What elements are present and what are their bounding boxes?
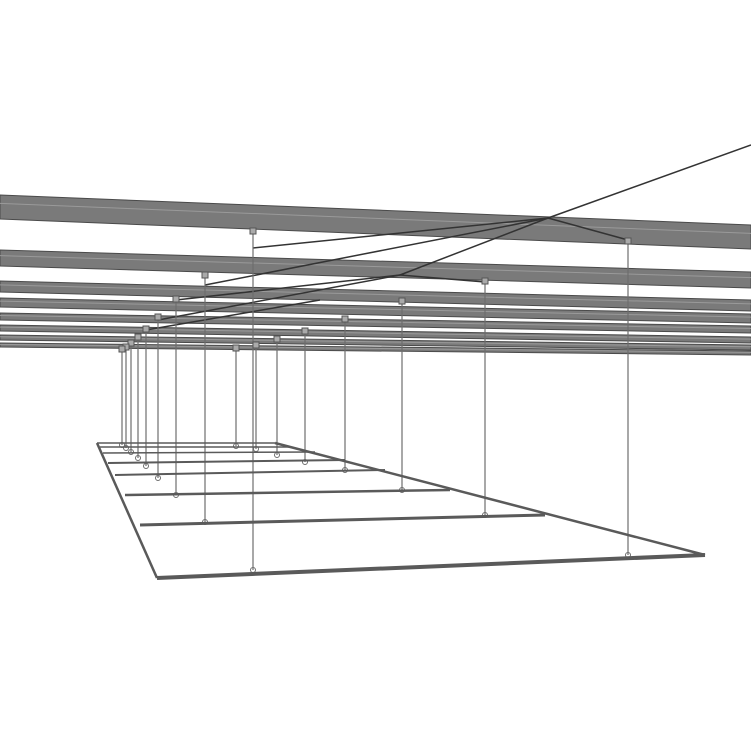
- cable: [252, 217, 549, 249]
- rod-eyelet: [135, 455, 141, 461]
- cable: [399, 274, 486, 283]
- rod-clamp: [232, 344, 240, 352]
- beam-highlight: [0, 336, 751, 348]
- frame-bar: [124, 488, 451, 497]
- rod-clamp: [142, 325, 150, 333]
- beam-highlight: [0, 255, 751, 279]
- rod-clamp: [134, 333, 142, 341]
- rod-clamp: [249, 227, 257, 235]
- rod-eyelet: [302, 459, 308, 465]
- rod-clamp: [481, 277, 489, 285]
- rod-clamp: [341, 315, 349, 323]
- frame-bar: [156, 553, 706, 580]
- beam: [0, 194, 751, 250]
- diagonal-cables: [145, 144, 751, 331]
- rod-clamp: [301, 327, 309, 335]
- frame-bar: [139, 513, 546, 527]
- beam-highlight: [0, 314, 751, 329]
- beam-highlight: [0, 300, 751, 318]
- rod-clamp: [118, 345, 126, 353]
- cable: [175, 274, 401, 301]
- hanger-rods: [118, 227, 632, 573]
- frame-bar: [274, 441, 706, 557]
- beam: [0, 324, 751, 344]
- frame-bar: [95, 442, 159, 579]
- rod-clamp: [273, 335, 281, 343]
- frame-bar: [102, 451, 316, 454]
- beam-highlight: [0, 202, 751, 234]
- ceiling-beams: [0, 194, 751, 356]
- beam-highlight: [0, 284, 751, 305]
- beam: [0, 312, 751, 334]
- frame-bar: [107, 459, 346, 464]
- beam-highlight: [0, 326, 751, 340]
- beam: [0, 280, 751, 312]
- cable: [204, 217, 549, 286]
- rod-clamp: [172, 295, 180, 303]
- rod-clamp: [252, 341, 260, 349]
- rod-clamp: [201, 271, 209, 279]
- cable: [399, 217, 549, 276]
- cable: [547, 217, 629, 241]
- rod-clamp: [127, 339, 135, 347]
- cable: [547, 144, 751, 219]
- frame-bar: [114, 469, 386, 476]
- rod-clamp: [398, 297, 406, 305]
- rod-eyelet: [123, 445, 129, 451]
- beam: [0, 297, 751, 324]
- cable: [157, 274, 401, 321]
- beam: [0, 249, 751, 289]
- rod-clamp: [154, 313, 162, 321]
- rod-eyelet: [128, 449, 134, 455]
- rod-clamp: [624, 237, 632, 245]
- rod-eyelet: [155, 475, 161, 481]
- cable: [145, 299, 321, 331]
- suspended-frame: [95, 441, 706, 580]
